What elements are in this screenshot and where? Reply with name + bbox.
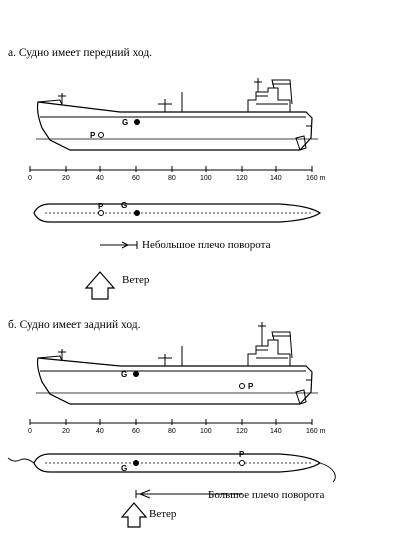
- center-of-gravity-label: G: [121, 370, 128, 379]
- wind-arrow-a: [84, 271, 116, 300]
- scale-tick-label: 160 m: [306, 175, 326, 182]
- scale-tick-label: 100: [200, 428, 212, 435]
- scale-tick-label: 40: [96, 428, 104, 435]
- scale-tick-label: 140: [270, 428, 282, 435]
- center-of-gravity-label: G: [121, 201, 128, 210]
- scale-tick-label: 20: [62, 428, 70, 435]
- scale-tick-label: 160 m: [306, 428, 326, 435]
- scale-tick-label: 60: [132, 428, 140, 435]
- pivot-point-label: P: [239, 450, 245, 459]
- center-of-gravity-label: G: [121, 464, 128, 473]
- scale-tick-label: 120: [236, 175, 248, 182]
- scale-tick-label: 80: [168, 428, 176, 435]
- scale-tick-label: 80: [168, 175, 176, 182]
- ship-profile-a: [36, 78, 318, 151]
- scale-tick-label: 0: [28, 428, 32, 435]
- center-of-gravity-label: G: [122, 118, 129, 127]
- turn-lever-arrow-b: [135, 489, 242, 499]
- turn-lever-arrow-a: [100, 241, 138, 249]
- ship-profile-b: [36, 322, 318, 405]
- scale-tick-label: 100: [200, 175, 212, 182]
- section-b-heading: б. Судно имеет задний ход.: [8, 319, 141, 331]
- scale-tick-label: 0: [28, 175, 32, 182]
- pivot-point-label: P: [98, 202, 104, 211]
- scale-bar-b: [29, 419, 313, 425]
- section-a-heading: а. Судно имеет передний ход.: [8, 47, 153, 59]
- wind-label: Ветер: [122, 274, 150, 286]
- pivot-point-label: P: [248, 382, 254, 391]
- scale-bar-a: [29, 166, 313, 172]
- wind-label: Ветер: [149, 508, 177, 520]
- scale-tick-label: 120: [236, 428, 248, 435]
- scale-tick-label: 60: [132, 175, 140, 182]
- ship-plan-a: [33, 203, 322, 223]
- turn-lever-label: Небольшое плечо поворота: [142, 239, 271, 251]
- wind-arrow-b: [120, 502, 148, 528]
- scale-tick-label: 20: [62, 175, 70, 182]
- turn-lever-label: Большое плечо поворота: [208, 489, 325, 501]
- ship-plan-b: [7, 453, 336, 483]
- pivot-point-label: P: [90, 131, 96, 140]
- scale-tick-label: 140: [270, 175, 282, 182]
- scale-tick-label: 40: [96, 175, 104, 182]
